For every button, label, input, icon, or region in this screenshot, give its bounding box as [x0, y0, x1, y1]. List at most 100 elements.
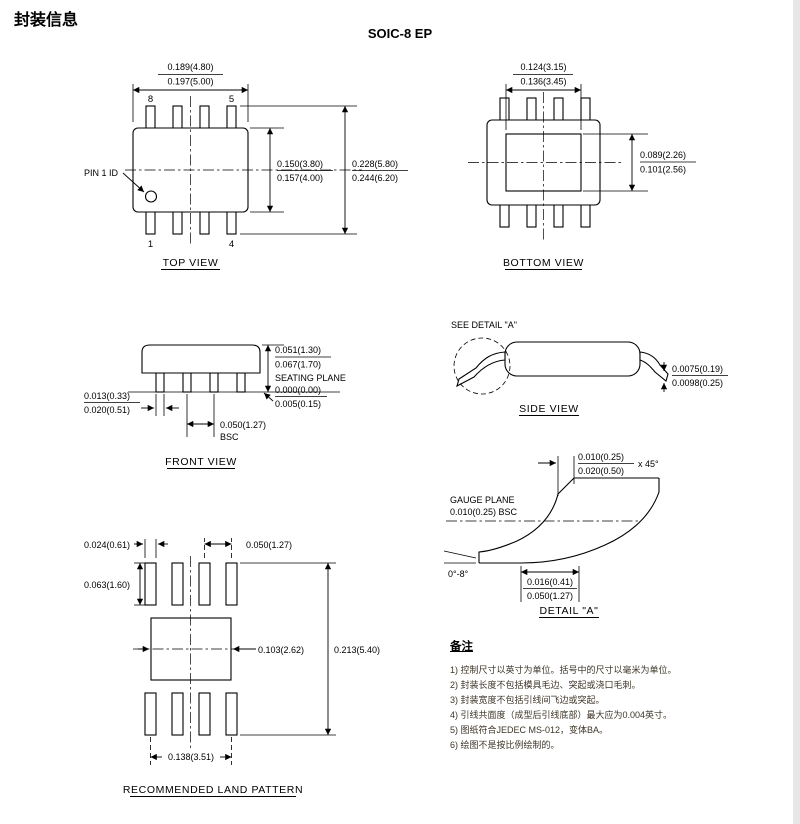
side-view-label: SIDE VIEW — [519, 403, 579, 415]
note-item: 5) 图纸符合JEDEC MS-012，变体BA。 — [450, 725, 609, 735]
land-pad — [225, 692, 238, 736]
dim-pad-height-min: 0.089(2.26) — [640, 150, 686, 160]
package-body-side — [504, 341, 641, 377]
top-pin — [199, 105, 210, 130]
side-view-diagram: SEE DETAIL "A" 0.0075(0.19) 0.0098(0.25)… — [451, 320, 728, 416]
right-lead-profile — [639, 351, 669, 382]
note-item: 4) 引线共面度（成型后引线底部）最大应为0.004英寸。 — [450, 710, 673, 720]
top-view-dimension-lines — [122, 74, 408, 235]
gauge-plane-label: GAUGE PLANE — [450, 495, 515, 505]
front-view-shapes — [128, 344, 340, 393]
pin-number-8: 8 — [148, 94, 153, 105]
front-view-diagram: 0.051(1.30) 0.067(1.70) SEATING PLANE 0.… — [84, 344, 346, 469]
dim-overall-height: 0.213(5.40) — [334, 645, 380, 655]
top-pin — [553, 97, 564, 122]
land-pattern-dimension-lines — [134, 538, 336, 765]
detail-a-diagram: 0.010(0.25) 0.020(0.50) x 45° GAUGE PLAN… — [443, 452, 660, 618]
note-item: 6) 绘图不是按比例绘制的。 — [450, 740, 560, 750]
bottom-pin — [226, 210, 237, 235]
lead-outer-edge — [479, 478, 660, 564]
dim-pad-height: 0.063(1.60) — [84, 580, 130, 590]
dim-pad-pitch: 0.050(1.27) — [246, 540, 292, 550]
detail-a-dimension-lines — [520, 456, 634, 602]
top-pin — [499, 97, 510, 122]
dim-chamfer-angle: x 45° — [638, 459, 659, 469]
gauge-plane-bsc: 0.010(0.25) BSC — [450, 507, 518, 517]
package-body-profile — [141, 344, 261, 374]
dim-lead-thickness-max: 0.0098(0.25) — [672, 378, 723, 388]
left-lead-profile — [456, 351, 506, 388]
top-view-centerlines — [125, 96, 362, 246]
angle-line — [443, 550, 477, 559]
note-item: 1) 控制尺寸以英寸为单位。括号中的尺寸以毫米为单位。 — [450, 665, 677, 675]
land-pattern-centerlines — [133, 556, 252, 750]
bottom-pin — [526, 203, 537, 228]
pin1-id-label: PIN 1 ID — [84, 168, 119, 178]
dim-height-max: 0.067(1.70) — [275, 360, 321, 370]
bottom-pin — [172, 210, 183, 235]
dim-foot-max: 0.050(1.27) — [527, 591, 573, 601]
pin-number-4: 4 — [229, 239, 234, 250]
side-view-shapes — [453, 337, 669, 395]
front-view-dimension-lines — [141, 344, 331, 437]
pin1-id-marker — [144, 190, 158, 203]
detail-a-shapes — [443, 477, 660, 564]
top-pin — [172, 105, 183, 130]
lead — [182, 372, 192, 393]
dim-pad-width-min: 0.124(3.15) — [520, 62, 566, 72]
note-item: 3) 封装宽度不包括引线间飞边或突起。 — [450, 695, 605, 705]
seating-plane-label: SEATING PLANE — [275, 373, 346, 383]
bottom-pin — [199, 210, 210, 235]
dim-overall-min: 0.228(5.80) — [352, 159, 398, 169]
bottom-view-centerlines — [468, 92, 622, 240]
front-view-label: FRONT VIEW — [165, 456, 237, 468]
top-pin — [526, 97, 537, 122]
see-detail-label: SEE DETAIL "A" — [451, 320, 517, 330]
dim-body-width-max: 0.157(4.00) — [277, 173, 323, 183]
land-pad — [144, 692, 157, 736]
detail-a-label: DETAIL "A" — [540, 605, 599, 617]
top-view-diagram: 0.189(4.80) 0.197(5.00) 8 5 1 4 PIN 1 ID… — [84, 62, 408, 270]
page-edge-strip — [793, 0, 800, 824]
dim-top-width-min: 0.189(4.80) — [167, 62, 213, 72]
land-pad — [171, 562, 184, 606]
page-title: 封装信息 — [14, 12, 79, 29]
notes-title: 备注 — [450, 641, 473, 653]
lead — [209, 372, 219, 393]
dim-foot-angle: 0°-8° — [448, 569, 469, 579]
dim-standoff-max: 0.005(0.15) — [275, 399, 321, 409]
bottom-view-dimension-lines — [505, 74, 696, 192]
land-pad — [171, 692, 184, 736]
bottom-view-diagram: 0.124(3.15) 0.136(3.45) 0.089(2.26) 0.10… — [468, 62, 696, 270]
pin-number-1: 1 — [148, 239, 153, 250]
pin-number-5: 5 — [229, 94, 234, 105]
land-pattern-label: RECOMMENDED LAND PATTERN — [123, 784, 303, 796]
top-pin — [580, 97, 591, 122]
dim-foot-min: 0.016(0.41) — [527, 577, 573, 587]
top-view-label: TOP VIEW — [163, 257, 219, 269]
dim-overall-max: 0.244(6.20) — [352, 173, 398, 183]
dim-center-pad-width: 0.103(2.62) — [258, 645, 304, 655]
bottom-pin — [553, 203, 564, 228]
bottom-pin — [580, 203, 591, 228]
note-item: 2) 封装长度不包括模具毛边、突起或浇口毛刺。 — [450, 680, 641, 690]
detail-a-circle — [453, 337, 511, 395]
dim-standoff-min: 0.000(0.00) — [275, 385, 321, 395]
lead — [236, 372, 246, 393]
dim-pad-width-max: 0.136(3.45) — [520, 77, 566, 87]
lead-inner-edge — [478, 477, 575, 563]
bottom-view-label: BOTTOM VIEW — [503, 257, 584, 269]
dim-row-span: 0.138(3.51) — [168, 752, 214, 762]
dim-pitch-bsc: BSC — [220, 432, 239, 442]
dim-body-width-min: 0.150(3.80) — [277, 159, 323, 169]
dim-lead-thickness-min: 0.0075(0.19) — [672, 364, 723, 374]
land-pad — [198, 692, 211, 736]
land-pad — [225, 562, 238, 606]
top-pin — [226, 105, 237, 130]
notes-section: 备注 1) 控制尺寸以英寸为单位。括号中的尺寸以毫米为单位。 2) 封装长度不包… — [450, 638, 792, 753]
dim-lead-width-max: 0.020(0.51) — [84, 405, 130, 415]
dim-height-min: 0.051(1.30) — [275, 345, 321, 355]
land-pad — [144, 562, 157, 606]
